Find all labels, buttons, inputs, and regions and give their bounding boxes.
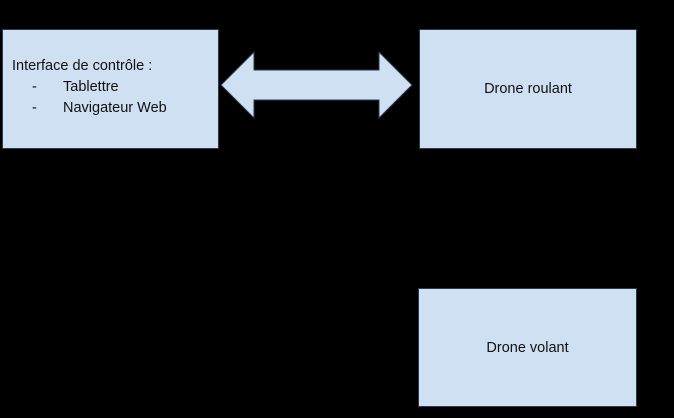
control-interface-title: Interface de contrôle : (12, 58, 153, 74)
list-item: - Navigateur Web (12, 98, 214, 119)
bullet-marker-icon: - (32, 79, 37, 95)
arrow-shape (220, 51, 413, 119)
node-drone-roulant[interactable]: Drone roulant (419, 29, 637, 149)
bullet-label: Tablettre (63, 79, 119, 95)
list-item: - Tablettre (12, 77, 214, 98)
node-drone-volant-label: Drone volant (486, 339, 569, 356)
node-control-interface[interactable]: Interface de contrôle : - Tablettre - Na… (2, 29, 219, 149)
control-interface-content: Interface de contrôle : - Tablettre - Na… (12, 56, 214, 119)
control-interface-list: - Tablettre - Navigateur Web (12, 77, 214, 119)
bullet-marker-icon: - (32, 100, 37, 116)
double-headed-arrow-icon[interactable] (220, 51, 413, 119)
bullet-label: Navigateur Web (63, 100, 167, 116)
node-drone-roulant-label: Drone roulant (484, 81, 572, 97)
node-drone-volant[interactable]: Drone volant (418, 288, 637, 407)
